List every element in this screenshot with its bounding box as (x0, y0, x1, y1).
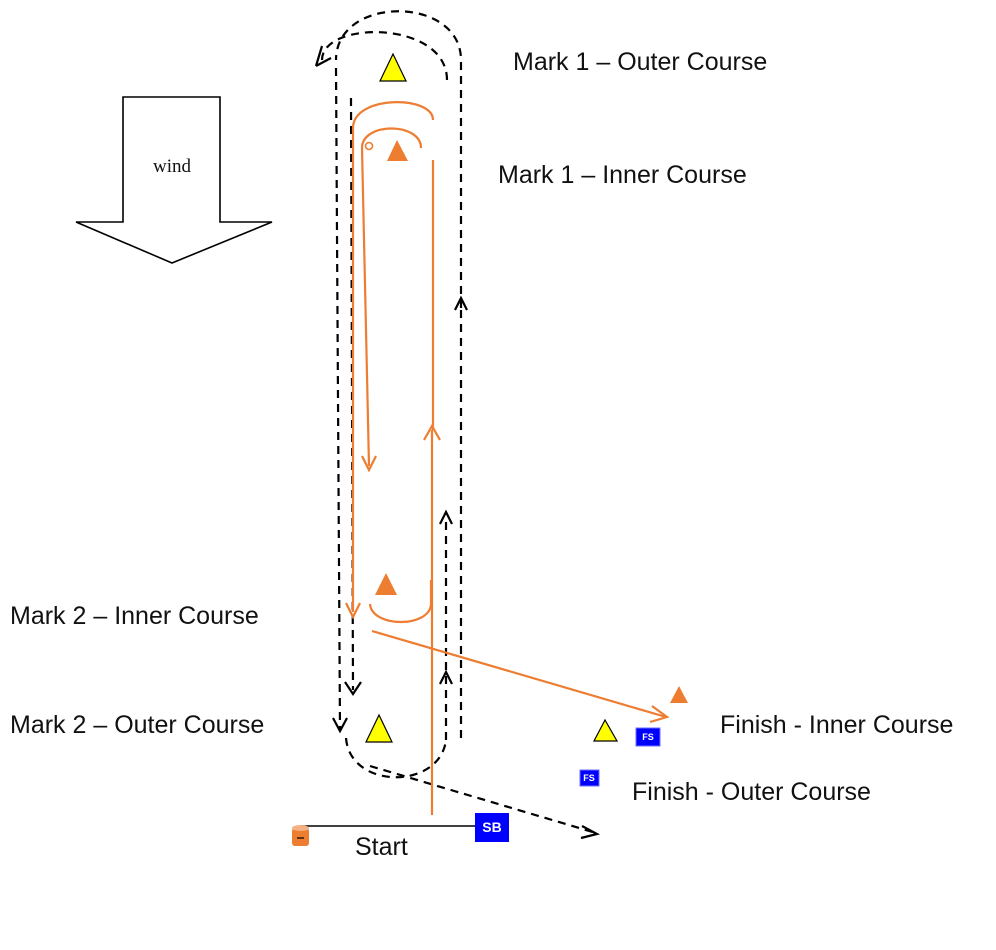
outer-course-arrow-down-1 (344, 681, 362, 696)
outer-course-bottom-turn (344, 737, 448, 779)
mark1-inner-buoy (387, 140, 408, 161)
inner-course-start-dot (364, 141, 374, 151)
start-label: Start (355, 833, 408, 861)
mark2-inner-label: Mark 2 – Inner Course (10, 602, 259, 630)
finish-outer-flag: FS (579, 769, 600, 787)
start-boat-label: SB (482, 819, 501, 835)
inner-course-arrow-down-2 (345, 602, 361, 620)
finish-outer-label: Finish - Outer Course (632, 778, 871, 806)
start-boat: SB (475, 813, 509, 842)
start-line: SB (292, 813, 509, 846)
mark1-outer-label: Mark 1 – Outer Course (513, 48, 767, 76)
outer-course-arrow-up-1 (439, 509, 453, 525)
finish-outer-buoy (593, 718, 619, 742)
mark1-outer-buoy (379, 52, 407, 82)
outer-course-downwind-leg (334, 67, 342, 731)
start-pin-buoy (292, 825, 309, 846)
outer-course-arrow-up-3 (454, 295, 468, 311)
outer-course-finish-leg (369, 764, 597, 835)
finish-inner-buoy (670, 686, 688, 703)
outer-course-inner-top (320, 31, 449, 81)
finish-inner-flag: FS (635, 727, 661, 747)
mark2-inner-buoy (375, 573, 397, 595)
mark1-inner-label: Mark 1 – Inner Course (498, 161, 747, 189)
finish-inner-flag-label: FS (642, 732, 654, 742)
outer-course-arrow-top (314, 45, 332, 67)
inner-course-arrow-finish (649, 705, 670, 724)
inner-course-loop-inner (360, 127, 423, 467)
inner-course-arrow-up (423, 423, 441, 441)
finish-outer-flag-label: FS (583, 773, 595, 783)
mark2-outer-label: Mark 2 – Outer Course (10, 711, 264, 739)
mark2-outer-buoy (365, 713, 393, 743)
inner-course-bottom-turn (368, 580, 433, 623)
inner-course-arrow-down-1 (361, 455, 377, 473)
inner-course-loop (351, 101, 435, 612)
inner-course-path (345, 101, 670, 815)
outer-course-path (314, 10, 601, 840)
wind-arrow: wind (75, 96, 273, 264)
inner-course-finish-leg (371, 629, 667, 719)
outer-course-arrow-up-2 (439, 669, 453, 685)
outer-course-arrow-finish (580, 825, 601, 840)
outer-course-arrow-down-2 (332, 717, 348, 734)
wind-label: wind (153, 156, 192, 177)
finish-inner-label: Finish - Inner Course (720, 711, 953, 739)
